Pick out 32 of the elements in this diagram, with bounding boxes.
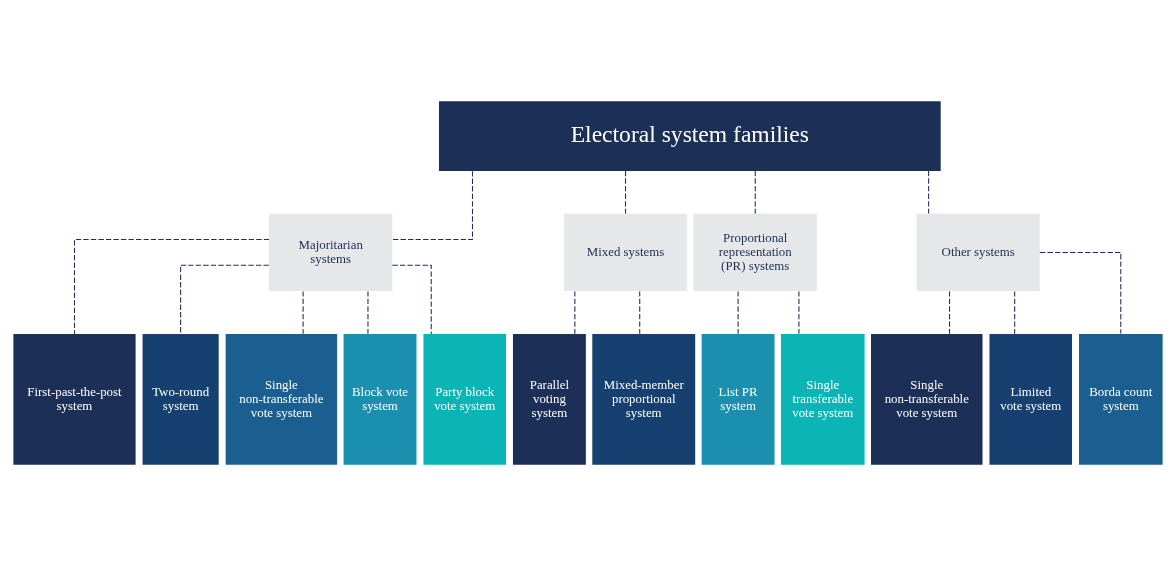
connector (928, 170, 930, 214)
node-box: Single non-transferable vote system (225, 333, 338, 465)
connector (391, 264, 432, 334)
node-box: Single transferable vote system (780, 333, 865, 465)
connector (574, 290, 576, 334)
connector (798, 290, 800, 334)
node-box: Parallel voting system (512, 333, 586, 465)
connector (73, 238, 270, 334)
node-box: First-past-the-post system (13, 333, 136, 465)
node-box: Single non-transferable vote system (871, 333, 983, 465)
connector (1039, 251, 1122, 334)
connector (1014, 290, 1016, 334)
node-box: Party block vote system (423, 333, 506, 465)
connector (754, 170, 756, 214)
node-box: Limited vote system (989, 333, 1073, 465)
node-box: Proportional representation (PR) systems (693, 213, 817, 291)
node-box: Two-round system (142, 333, 219, 465)
node-box: Other systems (916, 213, 1040, 291)
connector (625, 170, 627, 214)
node-box: Borda count system (1079, 333, 1163, 465)
connector (737, 290, 739, 334)
connector (302, 290, 304, 334)
node-box: Mixed systems (563, 213, 688, 291)
connector (391, 170, 474, 240)
connector (639, 290, 641, 334)
node-box: List PR system (701, 333, 775, 465)
node-box: Block vote system (343, 333, 417, 465)
node-box: Mixed-member proportional system (592, 333, 696, 465)
node-box: Majoritarian systems (269, 213, 393, 291)
node-box: Electoral system families (439, 100, 941, 171)
connector (949, 290, 951, 334)
connector (180, 264, 270, 334)
